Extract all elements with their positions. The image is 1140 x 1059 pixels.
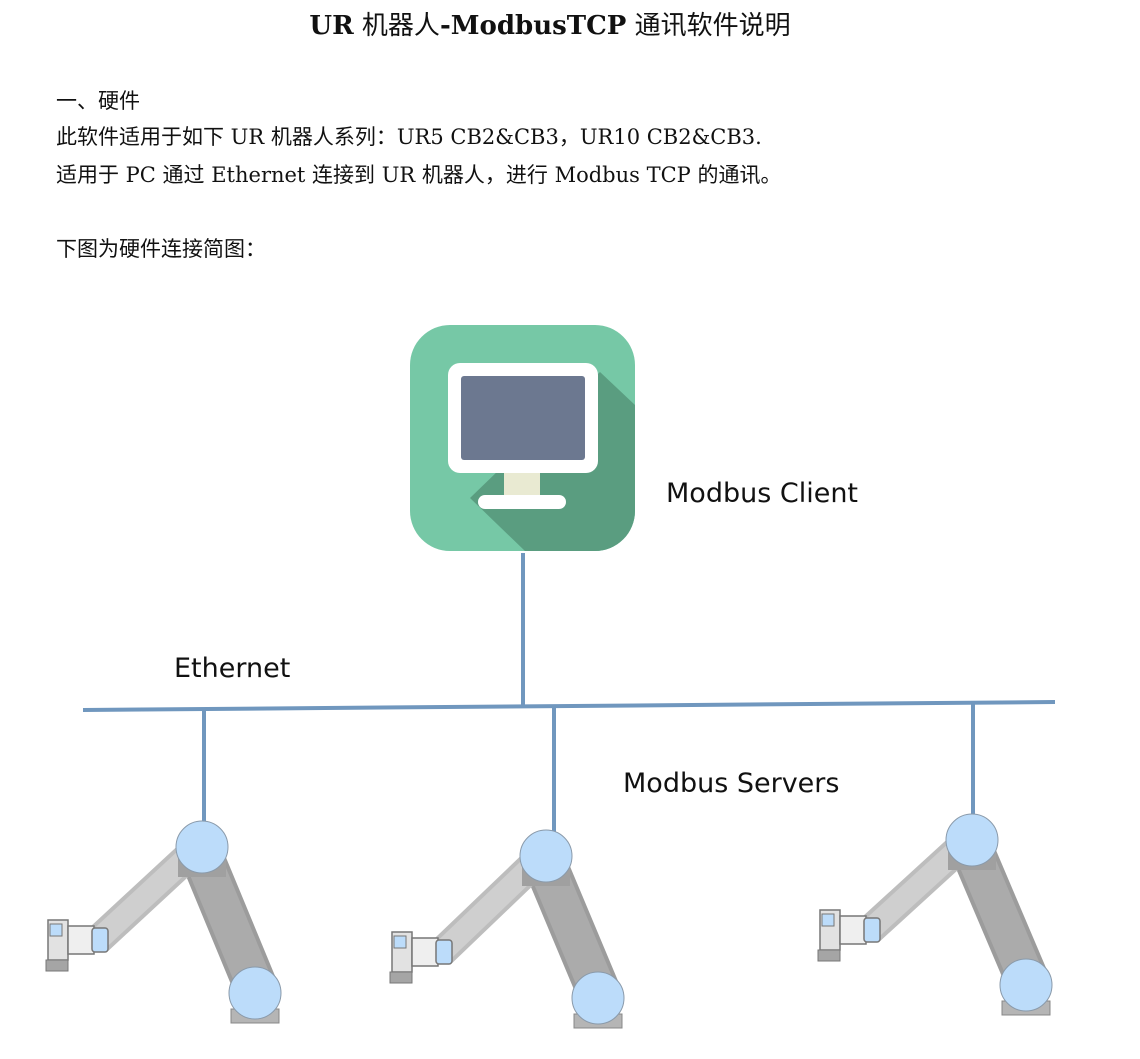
desktop-computer-icon <box>410 325 635 551</box>
modbus-client-label: Modbus Client <box>666 478 858 509</box>
section-heading: 一、硬件 <box>56 89 140 113</box>
paragraph-connection: 适用于 PC 通过 Ethernet 连接到 UR 机器人，进行 Modbus … <box>56 163 782 187</box>
diagram-caption: 下图为硬件连接简图： <box>56 237 266 261</box>
ethernet-label: Ethernet <box>174 653 290 684</box>
robot-arm-icon <box>817 813 1053 1016</box>
modbus-servers-label: Modbus Servers <box>623 768 839 799</box>
ethernet-bus-line <box>82 700 1056 712</box>
paragraph-supported-models: 此软件适用于如下 UR 机器人系列：UR5 CB2&CB3，UR10 CB2&C… <box>56 125 762 149</box>
robot-arm-icon <box>389 829 625 1029</box>
ethernet-network <box>82 553 1056 833</box>
robot-arm-icon <box>45 820 282 1024</box>
page-title: UR 机器人-ModbusTCP 通讯软件说明 <box>309 11 791 41</box>
